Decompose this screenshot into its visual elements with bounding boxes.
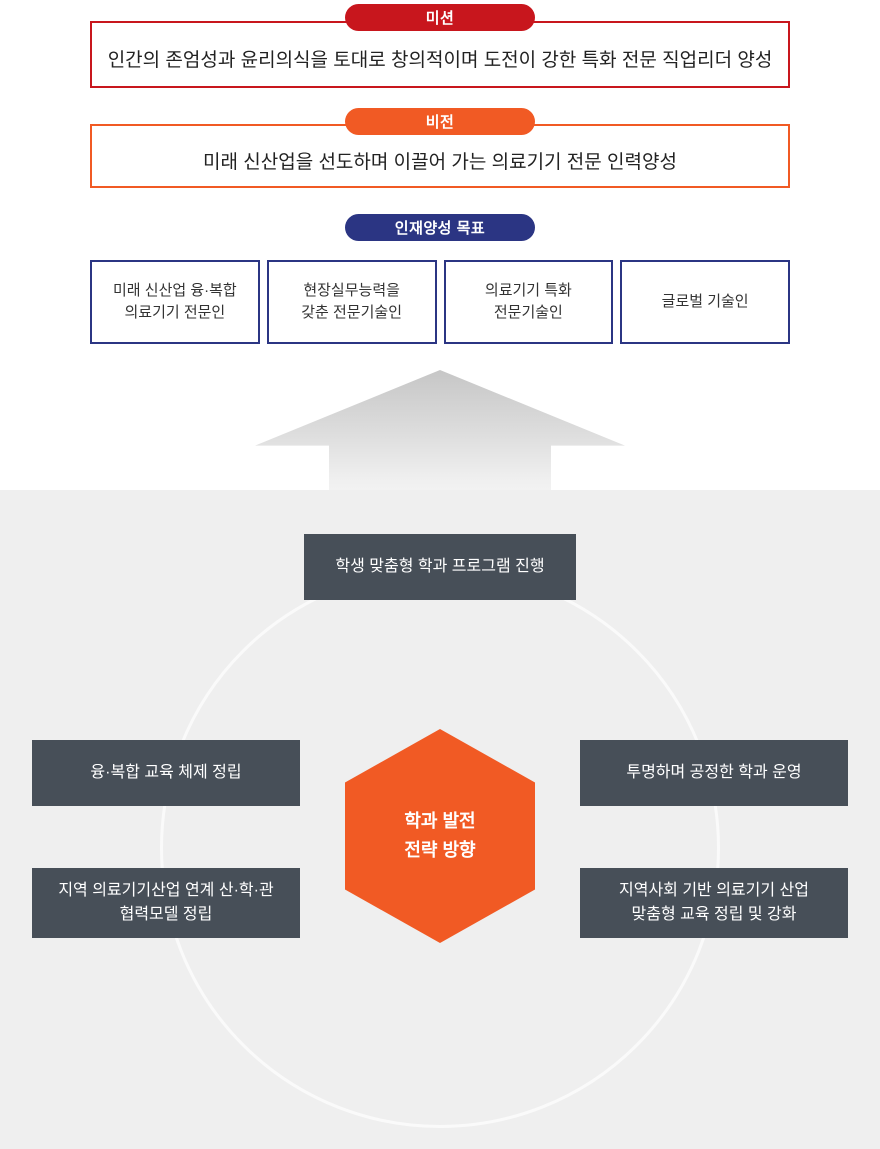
goal-box-4: 글로벌 기술인 <box>620 260 790 344</box>
strategy-left-box-2: 지역 의료기기산업 연계 산·학·관 협력모델 정립 <box>32 868 300 938</box>
mission-box: 인간의 존엄성과 윤리의식을 토대로 창의적이며 도전이 강한 특화 전문 직업… <box>90 21 790 88</box>
mission-badge: 미션 <box>345 4 535 31</box>
strategy-section: 학생 맞춤형 학과 프로그램 진행 융·복합 교육 체제 정립 지역 의료기기산… <box>0 490 880 1149</box>
goal-box-1: 미래 신산업 융·복합 의료기기 전문인 <box>90 260 260 344</box>
goals-row: 미래 신산업 융·복합 의료기기 전문인 현장실무능력을 갖춘 전문기술인 의료… <box>90 260 790 344</box>
vision-text: 미래 신산업을 선도하며 이끌어 가는 의료기기 전문 인력양성 <box>203 151 677 173</box>
goal-box-3: 의료기기 특화 전문기술인 <box>443 260 614 344</box>
mission-text: 인간의 존엄성과 윤리의식을 토대로 창의적이며 도전이 강한 특화 전문 직업… <box>107 50 773 71</box>
vision-badge: 비전 <box>345 108 535 135</box>
strategy-right-box-1: 투명하며 공정한 학과 운영 <box>580 740 848 806</box>
strategy-left-box-1: 융·복합 교육 체제 정립 <box>32 740 300 806</box>
strategy-center-hexagon: 학과 발전 전략 방향 <box>345 729 535 943</box>
goals-badge: 인재양성 목표 <box>345 214 535 241</box>
goal-box-2: 현장실무능력을 갖춘 전문기술인 <box>266 260 437 344</box>
strategy-top-box: 학생 맞춤형 학과 프로그램 진행 <box>304 534 576 600</box>
up-arrow-icon <box>255 370 625 490</box>
strategy-right-box-2: 지역사회 기반 의료기기 산업 맞춤형 교육 정립 및 강화 <box>580 868 848 938</box>
